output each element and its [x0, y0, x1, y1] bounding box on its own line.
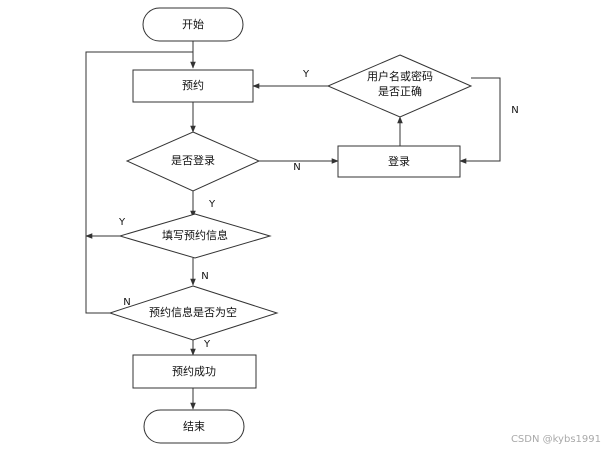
edge-empty-check-to-reserve: [85, 51, 193, 314]
edge-credentials-to-login: [459, 77, 501, 164]
success-node-label: 预约成功: [172, 365, 216, 378]
credentials-check-label-line1: 用户名或密码: [367, 69, 433, 83]
edge-label-logged-in: Y: [208, 199, 216, 210]
success-node: [132, 354, 257, 389]
login-node: [337, 145, 461, 178]
edge-label-empty-yes: N: [123, 297, 130, 308]
edge-label-credentials-no: N: [511, 105, 518, 116]
end-node: [143, 409, 245, 444]
fill-info-node: [118, 213, 272, 259]
edge-label-credentials-yes: Y: [302, 69, 310, 80]
credentials-check-node: [326, 54, 473, 118]
credentials-check-label-line2: 是否正确: [378, 85, 422, 98]
login-node-label: 登录: [388, 154, 410, 168]
end-node-label: 结束: [183, 420, 205, 433]
edge-label-not-empty: Y: [203, 339, 211, 350]
info-empty-check-label: 预约信息是否为空: [149, 305, 237, 319]
fill-info-label: 填写预约信息: [162, 228, 228, 242]
reserve-node: [132, 69, 254, 103]
reserve-node-label: 预约: [182, 79, 204, 92]
login-check-node: [125, 131, 261, 192]
login-check-label: 是否登录: [171, 153, 215, 167]
edge-label-not-logged-in: N: [293, 162, 300, 173]
watermark-text: CSDN @kybs1991: [511, 434, 601, 445]
info-empty-check-node: [108, 285, 279, 341]
edge-label-fill-loop: Y: [118, 217, 126, 228]
start-node: [142, 7, 244, 42]
start-node-label: 开始: [182, 17, 204, 31]
edge-label-fill-next: N: [201, 271, 208, 282]
